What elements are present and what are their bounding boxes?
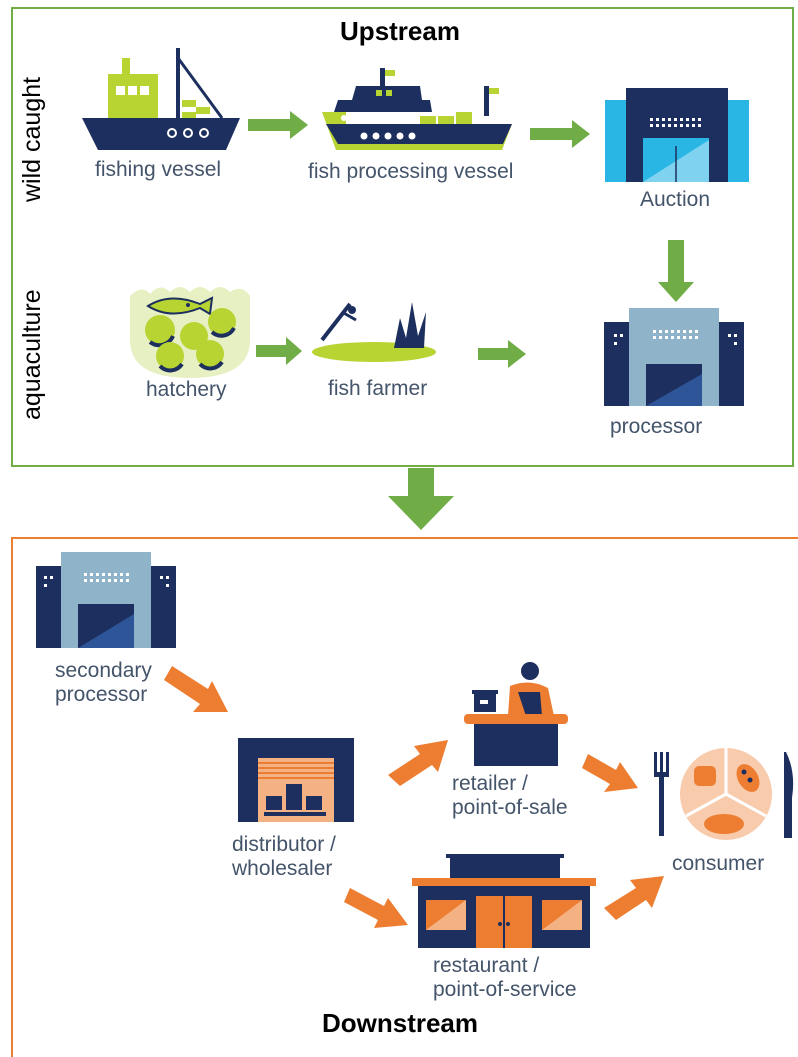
fishing-vessel-label: fishing vessel bbox=[95, 158, 222, 181]
fishing-vessel-icon bbox=[82, 48, 240, 150]
arrow-distributor-to-restaurant bbox=[344, 888, 408, 928]
hatchery-label: hatchery bbox=[146, 378, 227, 401]
retailer-counter-icon bbox=[464, 662, 568, 766]
hatchery-icon bbox=[130, 287, 250, 378]
fish-processing-vessel-icon bbox=[322, 68, 512, 150]
consumer-label: consumer bbox=[672, 852, 765, 875]
arrow-farmer-to-processor bbox=[478, 340, 526, 368]
distributor-warehouse-icon bbox=[238, 738, 354, 822]
auction-label: Auction bbox=[640, 188, 711, 211]
arrow-restaurant-to-consumer bbox=[604, 876, 664, 920]
downstream-flow-arrows bbox=[164, 666, 664, 928]
arrow-auction-to-processor bbox=[658, 240, 694, 302]
arrow-fishing-to-processing-vessel bbox=[248, 111, 308, 139]
processor-building-icon bbox=[604, 308, 744, 406]
arrow-retailer-to-consumer bbox=[582, 754, 638, 792]
consumer-plate-icon bbox=[654, 748, 794, 840]
arrow-upstream-to-downstream bbox=[388, 468, 454, 530]
arrow-secondary-to-distributor bbox=[164, 666, 228, 712]
auction-building-icon bbox=[605, 88, 749, 182]
upstream-heading: Upstream bbox=[340, 16, 460, 46]
retailer-label: retailer / point-of-sale bbox=[452, 772, 568, 819]
distributor-label: distributor / wholesaler bbox=[232, 833, 336, 880]
fish-processing-vessel-label: fish processing vessel bbox=[308, 160, 514, 183]
restaurant-building-icon bbox=[412, 854, 596, 948]
processor-label: processor bbox=[610, 415, 703, 438]
fish-farmer-label: fish farmer bbox=[328, 377, 428, 400]
upstream-flow-arrows bbox=[248, 111, 694, 530]
downstream-section-frame bbox=[11, 537, 798, 1057]
secondary-processor-label: secondary processor bbox=[55, 659, 152, 706]
downstream-heading: Downstream bbox=[321, 1008, 479, 1038]
upstream-section-frame bbox=[11, 7, 794, 467]
arrow-hatchery-to-farmer bbox=[256, 337, 302, 365]
arrow-processing-vessel-to-auction bbox=[530, 120, 590, 148]
secondary-processor-building-icon bbox=[36, 552, 176, 648]
restaurant-label: restaurant / point-of-service bbox=[433, 954, 577, 1001]
arrow-distributor-to-retailer bbox=[388, 740, 448, 786]
fish-farmer-icon bbox=[312, 302, 436, 362]
